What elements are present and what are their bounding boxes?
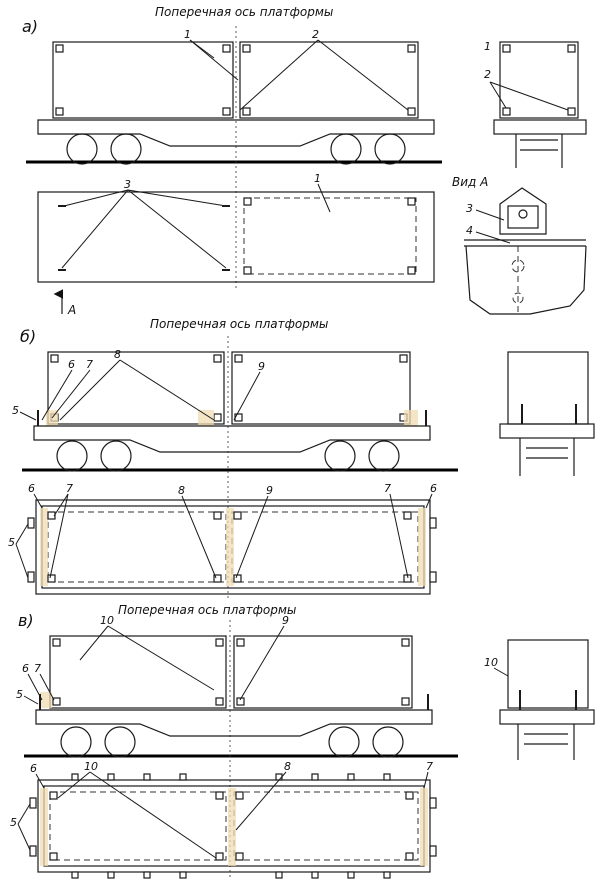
platform-end-a — [493, 119, 587, 135]
platform-plan-b — [35, 499, 431, 595]
callout-5-b-plan: 5 — [8, 536, 15, 549]
wheel — [374, 133, 406, 165]
callout-2-a-end: 2 — [484, 68, 491, 81]
platform-frame-b — [33, 425, 431, 453]
section-c: в) Поперечная ось платформы 10 9 6 7 — [10, 603, 595, 880]
callout-7-c: 7 — [34, 662, 41, 675]
callout-6-c: 6 — [22, 662, 29, 675]
section-b-end-view — [499, 351, 595, 476]
corner-fittings-a — [55, 44, 416, 116]
callout-3-view-a: 3 — [466, 202, 473, 215]
view-a-title: Вид А — [452, 175, 488, 189]
section-a: а) Поперечная ось платформы 1 2 — [22, 5, 587, 317]
container-outline-c-right — [233, 791, 419, 861]
callout-6-b: 6 — [68, 358, 75, 371]
wheel — [110, 133, 142, 165]
section-c-plan-view: 6 10 8 7 5 — [10, 760, 437, 879]
section-b: б) Поперечная ось платформы 5 6 7 — [8, 317, 595, 598]
callout-8-b-plan: 8 — [178, 484, 185, 497]
callout-10-c-end: 10 — [484, 656, 498, 669]
wheel — [66, 133, 98, 165]
callout-10-c: 10 — [100, 614, 114, 627]
stake-pockets-c — [29, 773, 437, 879]
platform-end-c — [499, 709, 595, 725]
callout-9-b-plan: 9 — [266, 484, 273, 497]
axis-caption-b: Поперечная ось платформы — [150, 317, 328, 331]
callout-9-c: 9 — [282, 614, 289, 627]
callout-7-b-plan-left: 7 — [66, 482, 73, 495]
wheel — [330, 133, 362, 165]
container-c-left — [49, 635, 227, 709]
platform-plan-c — [37, 779, 431, 873]
callout-1-a-end: 1 — [484, 40, 491, 53]
section-a-end-view: 1 2 — [484, 40, 587, 168]
container-outline-c-left — [49, 791, 227, 861]
callout-3-a: 3 — [124, 178, 131, 191]
platform-end-b — [499, 423, 595, 439]
callout-4-view-a: 4 — [466, 224, 473, 237]
container-b-left — [47, 351, 225, 425]
container-outline-b-right — [231, 511, 419, 583]
platform-frame-a — [37, 119, 435, 147]
callout-6-b-plan-left: 6 — [28, 482, 35, 495]
section-a-side-view: 1 2 — [26, 26, 442, 290]
container-c-right — [233, 635, 413, 709]
platform-frame-c — [35, 709, 433, 737]
callout-2-a: 2 — [312, 28, 319, 41]
section-b-plan-view: 6 7 5 8 9 7 6 — [8, 482, 437, 595]
section-c-side-view: 10 9 6 7 5 — [16, 614, 458, 880]
callout-6-c-plan: 6 — [30, 762, 37, 775]
section-label-a: а) — [22, 17, 38, 36]
callout-1-a: 1 — [184, 28, 191, 41]
axis-caption-a: Поперечная ось платформы — [155, 5, 333, 19]
callout-1-a-plan: 1 — [314, 172, 321, 185]
container-outline-a — [243, 197, 417, 275]
callout-8-b: 8 — [114, 348, 121, 361]
fitting-housing — [499, 187, 547, 235]
callout-7-b: 7 — [86, 358, 93, 371]
callout-5-b: 5 — [12, 404, 19, 417]
section-c-end-view: 10 — [484, 639, 595, 760]
callout-6-b-plan-right: 6 — [430, 482, 437, 495]
marker — [198, 410, 214, 426]
container-outline-b-left — [47, 511, 227, 583]
marker — [404, 410, 418, 426]
callout-7-c-plan: 7 — [426, 760, 433, 773]
container-a-left — [52, 41, 234, 119]
section-label-c: в) — [18, 611, 34, 630]
container-a-right — [239, 41, 419, 119]
container-end-c — [507, 639, 589, 709]
callout-8-c-plan: 8 — [284, 760, 291, 773]
callout-7-b-plan-right: 7 — [384, 482, 391, 495]
container-end-a — [499, 41, 579, 119]
view-a-detail: Вид А 3 4 — [452, 175, 587, 315]
callout-5-c-plan: 5 — [10, 816, 17, 829]
callout-10-c-plan: 10 — [84, 760, 98, 773]
section-b-side-view: 5 6 7 8 9 — [12, 336, 458, 598]
axis-caption-c: Поперечная ось платформы — [118, 603, 296, 617]
callout-9-b: 9 — [258, 360, 265, 373]
platform-plan-a — [37, 191, 435, 283]
section-a-plan-view: 3 1 А — [37, 172, 435, 317]
container-b-right — [231, 351, 411, 425]
callout-5-c: 5 — [16, 688, 23, 701]
arrow-label-a: А — [67, 303, 76, 317]
section-label-b: б) — [20, 327, 36, 346]
